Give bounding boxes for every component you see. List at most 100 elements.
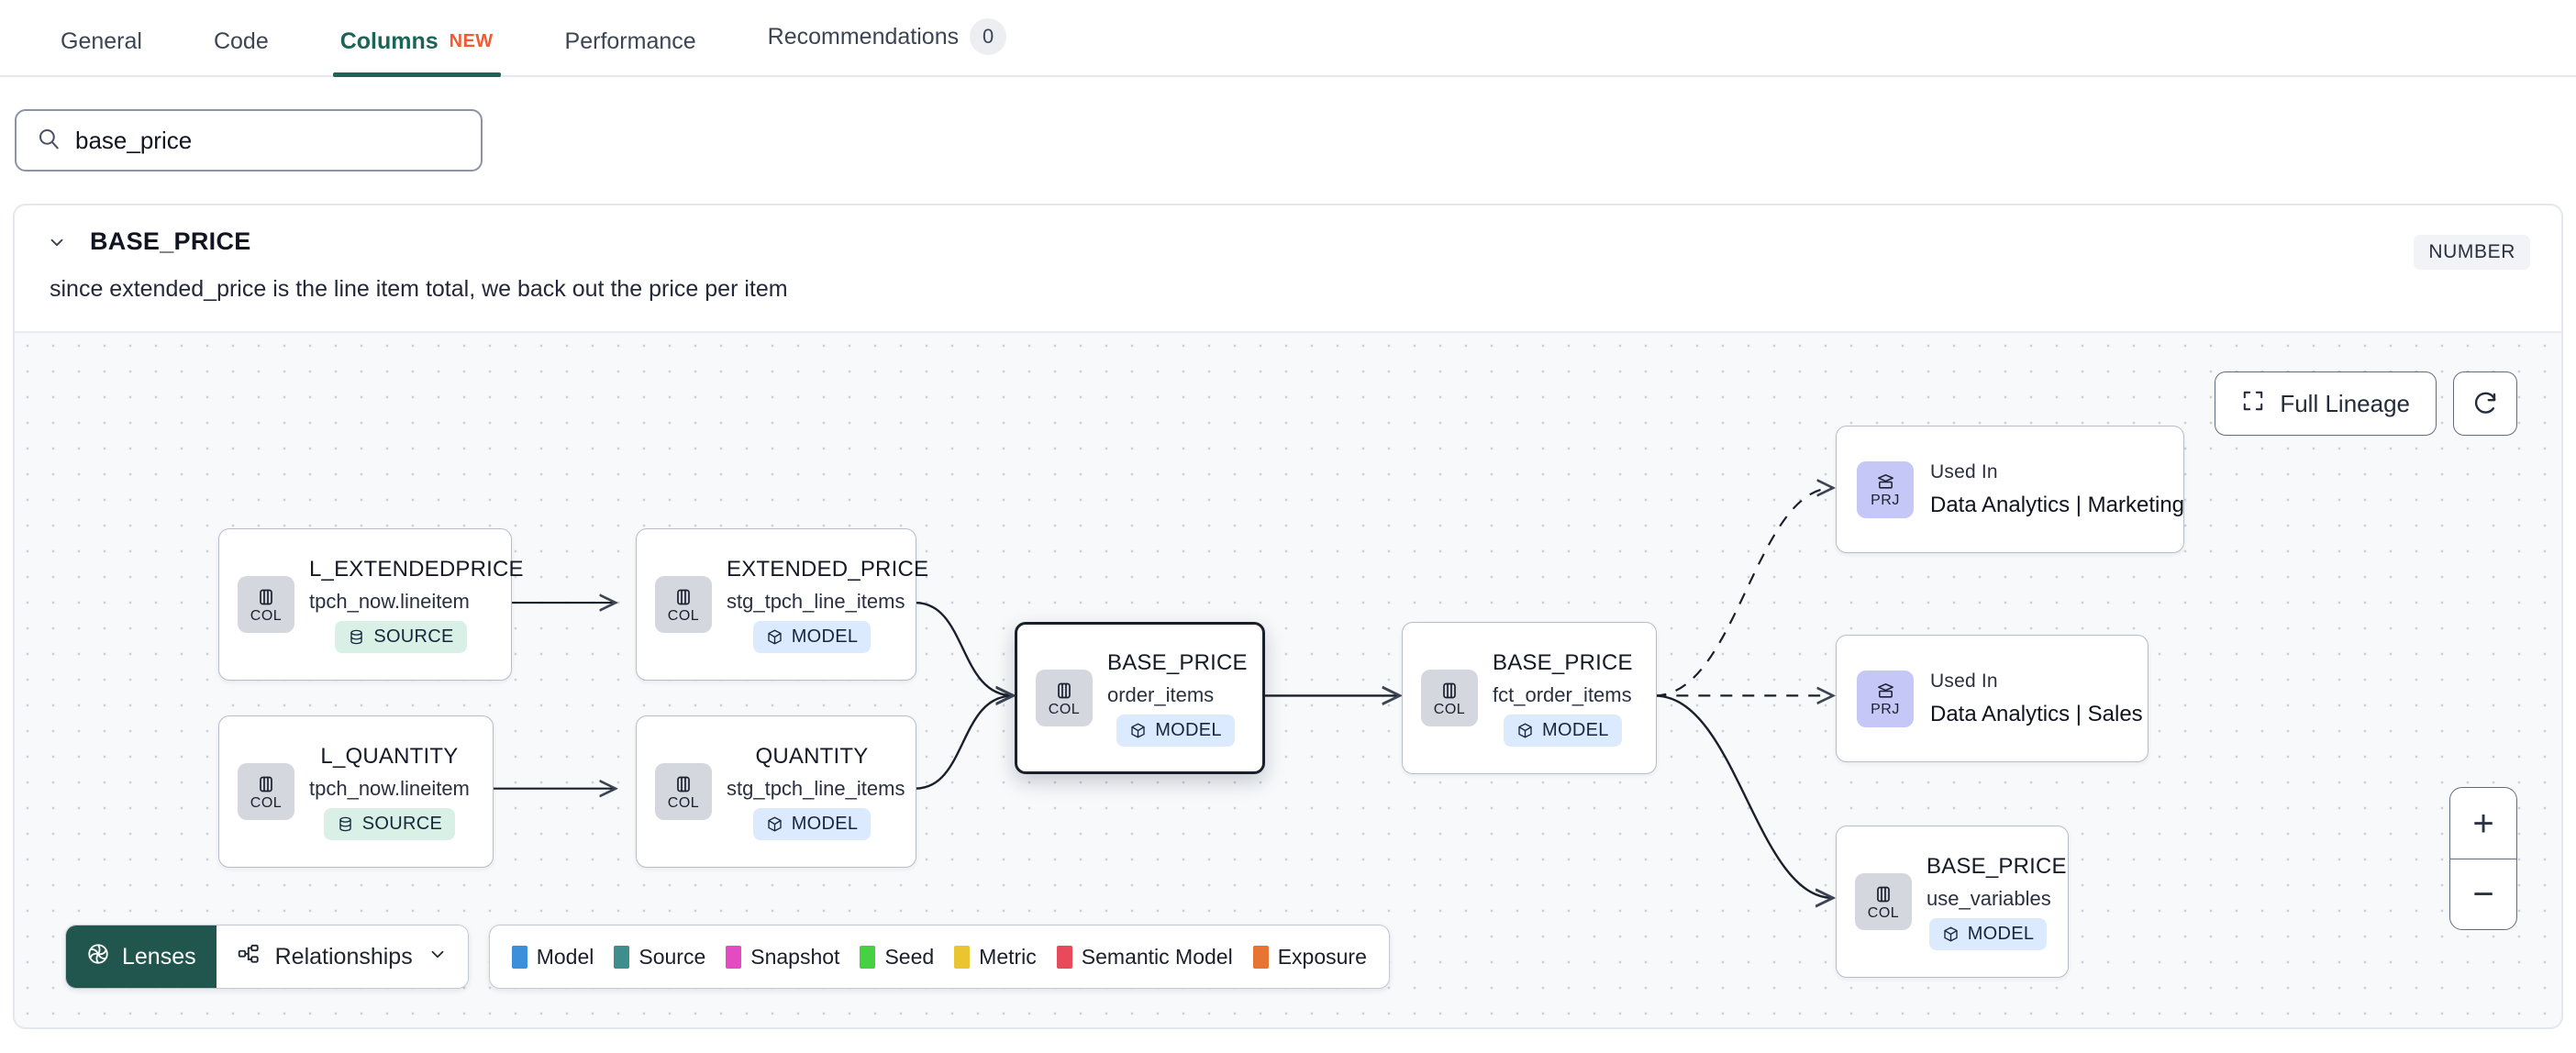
lineage-node-l-extendedprice[interactable]: COL L_EXTENDEDPRICE tpch_now.lineitem SO… [218,528,524,681]
lineage-node-project-marketing[interactable]: PRJ Used In Data Analytics | Marketing [1836,426,2184,553]
node-subtitle: stg_tpch_line_items [727,776,905,800]
tab-recommendations[interactable]: Recommendations 0 [761,18,1014,75]
zoom-controls: + − [2449,787,2517,930]
node-title: L_EXTENDEDPRICE [309,556,524,582]
refresh-icon [2471,388,2499,420]
materialization-label: MODEL [1155,719,1222,740]
col-kind-chip: COL [1855,873,1912,930]
relationships-label: Relationships [274,943,413,970]
node-title: Used In [1930,670,1998,692]
materialization-label: SOURCE [361,813,443,834]
materialization-label: MODEL [791,813,859,834]
lineage-node-base-price-order-items[interactable]: COL BASE_PRICE order_items MODEL [1015,622,1265,774]
legend-swatch [1252,945,1269,969]
relationships-dropdown[interactable]: Relationships [216,926,468,988]
kind-label: COL [667,794,700,811]
col-kind-chip: COL [1421,670,1478,726]
legend-swatch [1056,945,1072,969]
legend-label: Model [536,944,594,969]
legend-label: Source [638,944,706,969]
legend-label: Metric [979,944,1037,969]
recommendations-count-badge: 0 [970,18,1007,55]
full-lineage-button[interactable]: Full Lineage [2215,371,2437,436]
zoom-out-button[interactable]: − [2450,859,2516,929]
node-title: Used In [1930,460,1998,482]
legend-item-model: Model [511,944,594,970]
search-icon [37,127,61,155]
col-kind-chip: COL [238,576,294,633]
tab-general[interactable]: General [53,28,150,75]
tab-code[interactable]: Code [206,28,276,75]
node-type-legend: Model Source Snapshot Seed Metric [488,925,1390,989]
kind-label: COL [667,607,700,624]
materialization-label: MODEL [1542,719,1609,740]
lineage-node-quantity[interactable]: COL QUANTITY stg_tpch_line_items MODEL [636,715,916,868]
legend-swatch [614,945,630,969]
legend-item-exposure: Exposure [1252,944,1367,970]
legend-label: Exposure [1277,944,1367,969]
legend-swatch [860,945,876,969]
lenses-relationships-group: Lenses Relationships [65,925,469,989]
prj-kind-chip: PRJ [1857,460,1914,518]
legend-swatch [954,945,971,969]
lenses-button[interactable]: Lenses [66,926,217,988]
legend-item-source: Source [614,945,705,970]
materialization-label: MODEL [1967,923,2035,944]
lineage-node-l-quantity[interactable]: COL L_QUANTITY tpch_now.lineitem SOURCE [218,715,494,868]
aperture-icon [86,942,110,972]
materialization-badge: MODEL [752,620,872,653]
legend-label: Seed [884,944,935,969]
page-title: BASE_PRICE [90,227,251,255]
legend-label: Snapshot [750,944,840,969]
canvas-top-controls: Full Lineage [2215,371,2517,436]
lineage-node-project-sales[interactable]: PRJ Used In Data Analytics | Sales [1836,635,2149,762]
kind-label: PRJ [1871,492,1900,508]
tab-columns[interactable]: Columns NEW [332,28,501,77]
node-title: L_QUANTITY [320,743,459,769]
column-type-badge: NUMBER [2414,235,2530,270]
chevron-down-icon[interactable] [46,231,68,253]
col-kind-chip: COL [655,763,712,820]
legend-item-seed: Seed [860,945,934,970]
materialization-badge: MODEL [1116,714,1235,747]
kind-label: COL [250,607,283,624]
node-subtitle: Data Analytics | Marketing [1930,492,2185,517]
node-subtitle: tpch_now.lineitem [309,589,470,613]
materialization-label: MODEL [791,626,859,647]
canvas-bottom-bar: Lenses Relationships [65,925,1390,989]
node-subtitle: fct_order_items [1493,682,1632,706]
tab-label: Columns [339,28,439,54]
node-title: BASE_PRICE [1926,853,2067,879]
tab-performance[interactable]: Performance [558,28,704,75]
lineage-node-base-price-fct-order-items[interactable]: COL BASE_PRICE fct_order_items MODEL [1402,622,1657,774]
node-title: EXTENDED_PRICE [727,556,929,582]
chevron-down-icon [427,944,448,970]
col-kind-chip: COL [655,576,712,633]
lenses-label: Lenses [122,943,196,970]
lineage-node-base-price-use-variables[interactable]: COL BASE_PRICE use_variables MODEL [1836,826,2069,978]
relationship-nodes-icon [237,942,261,972]
lineage-canvas[interactable]: COL L_EXTENDEDPRICE tpch_now.lineitem SO… [15,331,2561,1027]
zoom-in-button[interactable]: + [2472,803,2494,844]
node-subtitle: use_variables [1926,886,2051,910]
materialization-label: SOURCE [373,626,454,647]
search-box[interactable] [15,109,483,172]
materialization-badge: SOURCE [335,620,467,653]
kind-label: COL [1433,701,1466,717]
kind-label: PRJ [1871,701,1900,717]
legend-item-snapshot: Snapshot [726,945,839,970]
node-title: BASE_PRICE [1107,649,1248,675]
lineage-node-extended-price[interactable]: COL EXTENDED_PRICE stg_tpch_line_items M… [636,528,929,681]
col-kind-chip: COL [1036,670,1093,726]
search-row [0,77,2576,172]
col-kind-chip: COL [238,763,294,820]
tab-new-badge: NEW [449,31,494,51]
node-subtitle: stg_tpch_line_items [727,589,905,613]
materialization-badge: SOURCE [323,807,456,840]
tab-label: General [61,28,142,54]
search-input[interactable] [75,126,461,155]
tab-label: Performance [564,28,696,54]
refresh-button[interactable] [2453,371,2517,436]
column-detail-card: BASE_PRICE NUMBER since extended_price i… [13,204,2563,1029]
legend-label: Semantic Model [1081,944,1233,969]
